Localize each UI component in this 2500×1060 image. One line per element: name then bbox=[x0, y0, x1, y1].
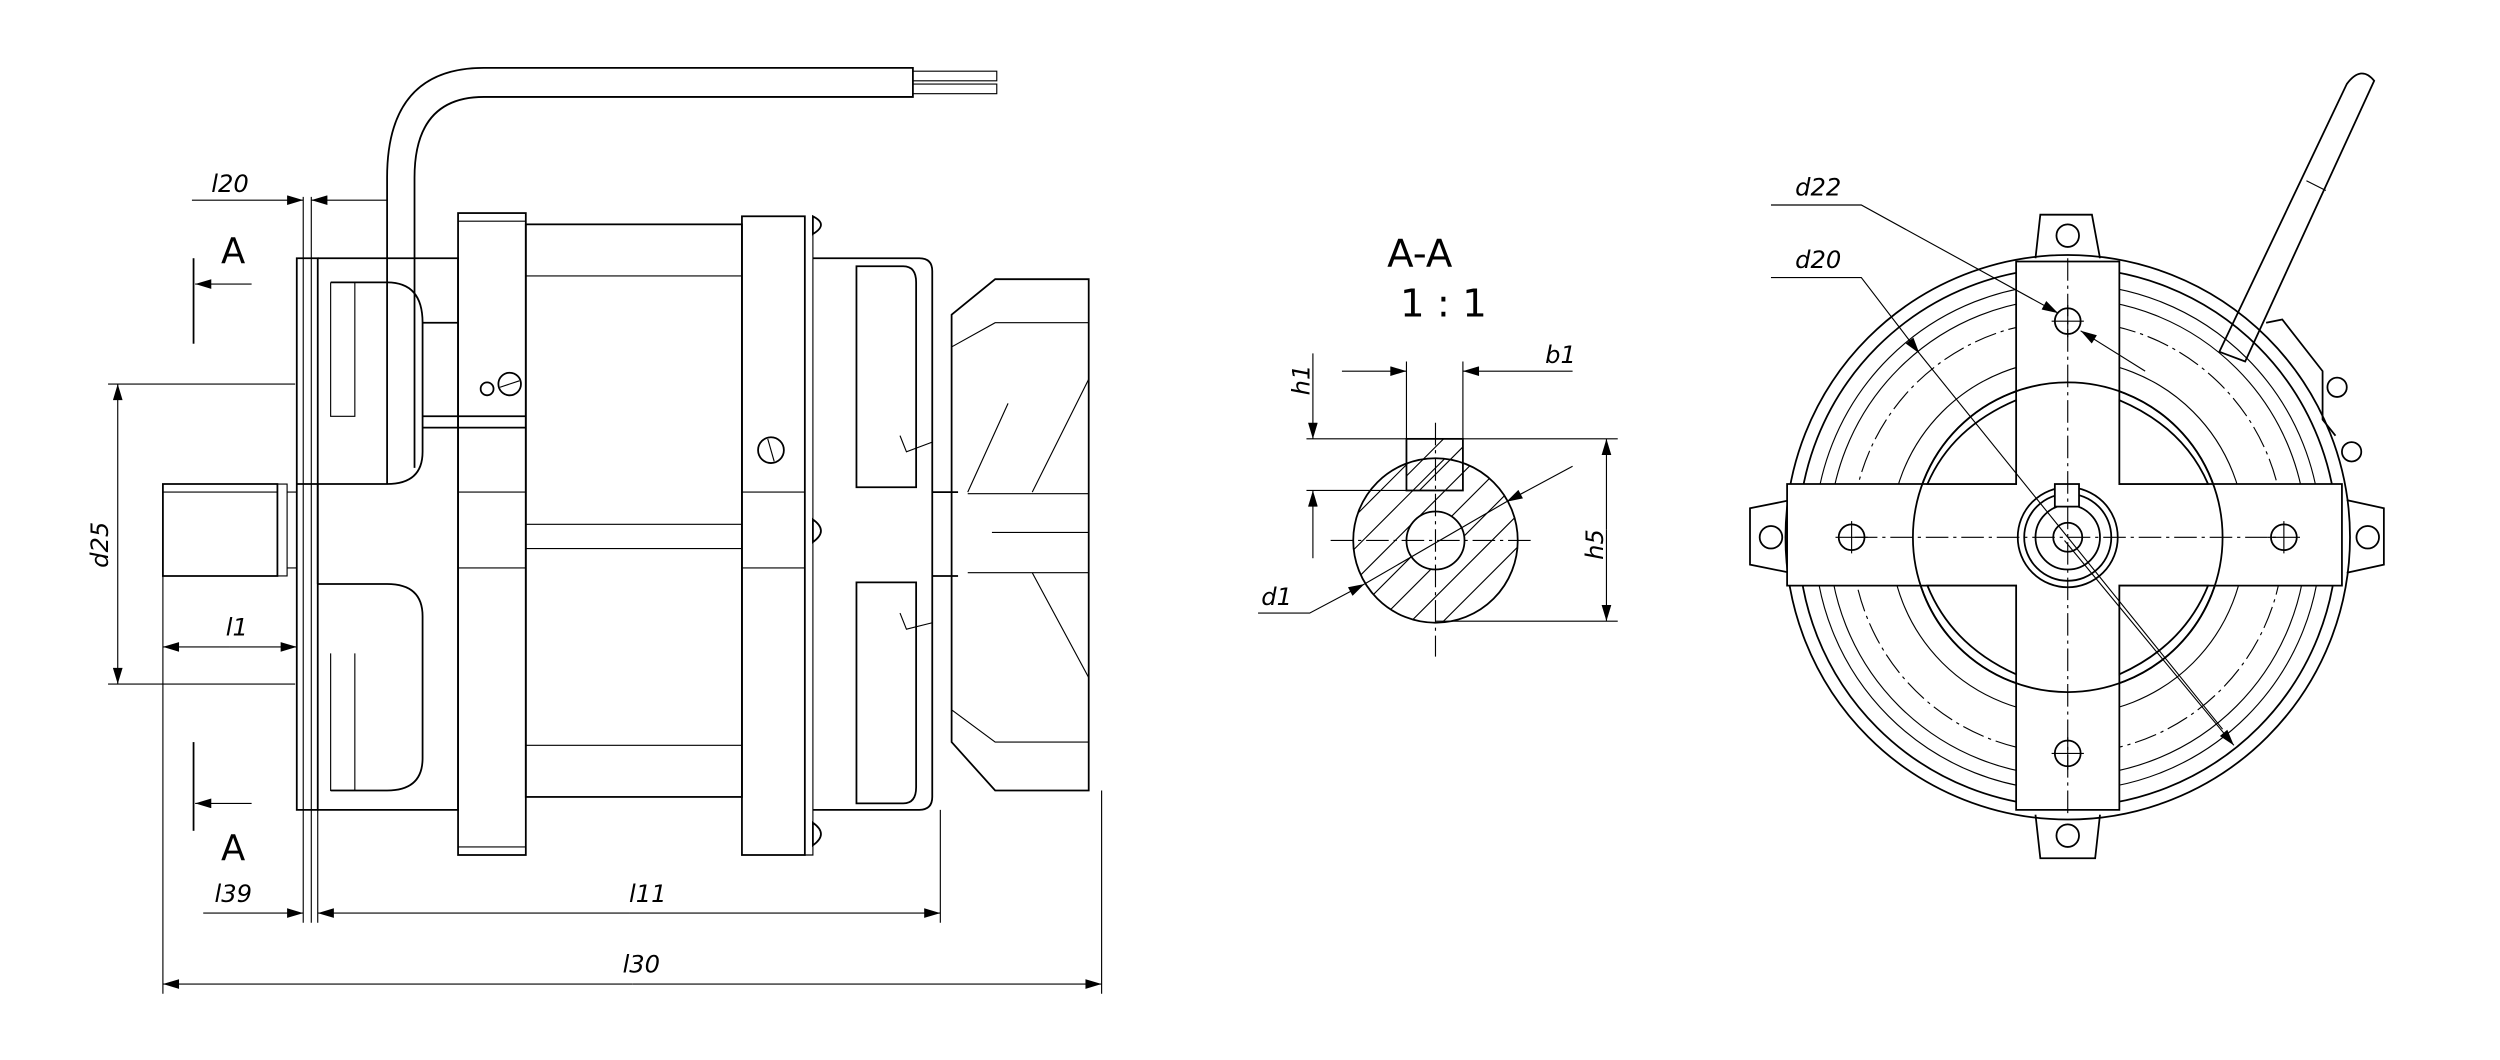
screw-icon bbox=[479, 214, 822, 848]
section-mark-top: A bbox=[221, 231, 245, 272]
section-view-a-a: A-A 1 : 1 h1 b1 h5 d1 bbox=[1258, 231, 1618, 657]
power-cable bbox=[386, 67, 998, 485]
rear-cap bbox=[812, 257, 959, 811]
dim-label-d20: d20 bbox=[1795, 246, 1841, 274]
front-end-shield bbox=[317, 257, 526, 811]
dim-label-l39: l39 bbox=[215, 880, 253, 908]
section-scale: 1 : 1 bbox=[1400, 281, 1487, 326]
side-dimensions: l20 A A d25 l1 l39 l11 bbox=[86, 170, 1103, 994]
dim-label-l30: l30 bbox=[623, 951, 661, 979]
dim-label-l1: l1 bbox=[226, 614, 248, 642]
section-mark-bottom: A bbox=[221, 828, 245, 869]
dim-label-l20: l20 bbox=[211, 170, 249, 198]
dim-label-d1: d1 bbox=[1261, 583, 1292, 611]
dim-label-d22: d22 bbox=[1795, 173, 1841, 201]
dim-label-d25: d25 bbox=[86, 522, 114, 568]
mounting-lugs bbox=[1749, 213, 2385, 860]
dim-label-b1: b1 bbox=[1545, 341, 1576, 369]
side-view: l20 A A d25 l1 l39 l11 bbox=[86, 67, 1103, 994]
fan-impeller bbox=[950, 278, 1090, 792]
dim-label-h5: h5 bbox=[1581, 529, 1609, 560]
power-cable bbox=[2218, 72, 2376, 363]
front-view: d22 d20 bbox=[1749, 72, 2385, 860]
shaft bbox=[162, 483, 319, 585]
stator bbox=[457, 212, 814, 856]
dim-label-h1: h1 bbox=[1288, 365, 1316, 396]
dim-label-l11: l11 bbox=[629, 880, 667, 908]
section-title: A-A bbox=[1387, 231, 1453, 276]
front-dimensions: d22 d20 bbox=[1770, 173, 2235, 746]
